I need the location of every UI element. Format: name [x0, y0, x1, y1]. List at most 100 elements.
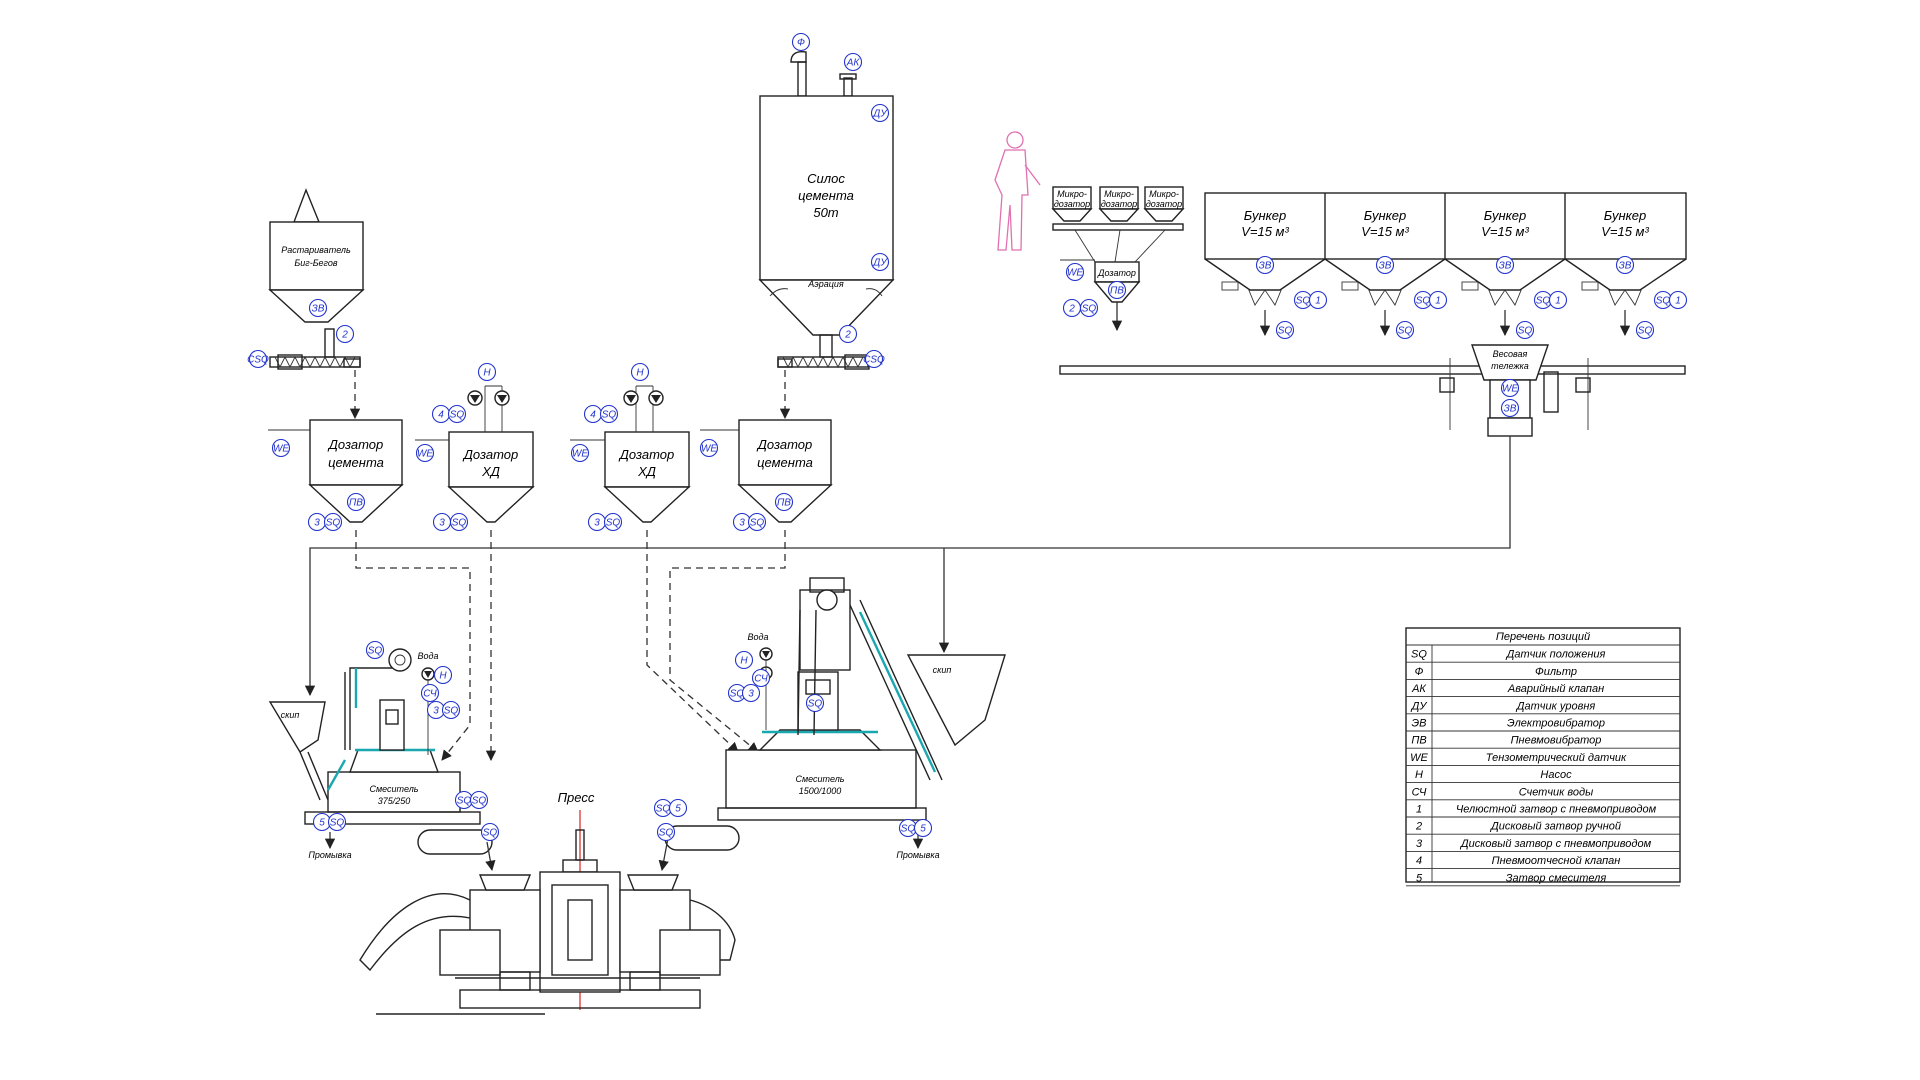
instrument-tag: 1 — [1308, 290, 1328, 310]
bunker-4-label-1: Бункер — [1604, 208, 1646, 223]
water-label-big: Вода — [748, 632, 769, 642]
micro-doser-1-label-1: Микро- — [1057, 189, 1087, 199]
instrument-tag-label: 3 — [314, 518, 320, 529]
instrument-tag: 2 — [335, 324, 355, 344]
instrument-tag: SQ — [1533, 290, 1553, 310]
instrument-tag-label: 4 — [438, 410, 444, 421]
legend-code: ДУ — [1410, 700, 1428, 712]
instrument-tag: SQ — [1515, 320, 1535, 340]
legend-description: Насос — [1540, 769, 1572, 781]
instrument-tag: Ф — [791, 32, 811, 52]
instrument-tag: 5 — [668, 798, 688, 818]
conveyors — [417, 825, 740, 872]
instrument-tag-circle — [747, 512, 767, 532]
mixer-375-250: Смеситель 375/250 скип Вода — [268, 648, 481, 825]
instrument-tag-label: ДУ — [872, 258, 888, 269]
legend-description: Пневмоотчесной клапан — [1492, 855, 1621, 867]
skip-small-label: скип — [281, 710, 300, 720]
instrument-tag: 5 — [913, 818, 933, 838]
instrument-tag-circle — [449, 512, 469, 532]
instrument-tag: SQ — [323, 512, 343, 532]
instrument-tag-label: 1 — [1675, 296, 1681, 307]
instrument-tag-label: ЗВ — [1499, 261, 1512, 272]
instrument-tag: SQ — [469, 790, 489, 810]
instrument-tag-label: 4 — [590, 410, 596, 421]
instrument-tag-label: ПВ — [1110, 286, 1124, 297]
instrument-tag: 3 — [741, 683, 761, 703]
instrument-tag: SQ — [1635, 320, 1655, 340]
instrument-tag-label: SQ — [1638, 326, 1653, 337]
legend-code: 3 — [1416, 838, 1423, 850]
water-label-small: Вода — [418, 651, 439, 661]
instrument-tag: WE — [570, 443, 590, 463]
instrument-tag-label: 3 — [739, 518, 745, 529]
instrument-tag-circle — [365, 640, 385, 660]
instrument-tag: ДУ — [870, 103, 890, 123]
mixer-1500-1000: Смеситель 1500/1000 скип Вода — [717, 577, 1006, 821]
instrument-tag-circle — [630, 362, 650, 382]
instrument-tag-label: SQ — [606, 518, 621, 529]
instrument-tag-circle — [599, 404, 619, 424]
big-bag-unloader: Растариватель Биг-Бегов — [268, 188, 365, 370]
instrument-tag-circle — [1428, 290, 1448, 310]
instrument-tag-circle — [1079, 298, 1099, 318]
legend-description: Счетчик воды — [1519, 786, 1593, 798]
instrument-tag-label: СSQ — [863, 355, 885, 366]
instrument-tag-circle — [791, 32, 811, 52]
instrument-tag-label: 3 — [439, 518, 445, 529]
legend-description: Электровибратор — [1507, 718, 1605, 730]
instrument-tag-label: SQ — [452, 518, 467, 529]
silo-label-2: цемента — [798, 188, 854, 203]
instrument-tag: Н — [477, 362, 497, 382]
micro-doser-2-label-2: дозатор — [1101, 199, 1137, 209]
pumps-hd-right — [623, 385, 664, 432]
legend-description: Датчик положения — [1505, 649, 1606, 661]
instrument-tag-label: WE — [1502, 384, 1518, 395]
instrument-tag-label: 3 — [433, 706, 439, 717]
instrument-tag-circle — [1500, 398, 1520, 418]
legend-code: СЧ — [1412, 786, 1427, 798]
instrument-tag-circle — [1375, 255, 1395, 275]
silo-label-1: Силос — [807, 171, 845, 186]
legend-code: ПВ — [1411, 735, 1426, 747]
instrument-tag-label: ПВ — [777, 498, 791, 509]
instrument-tag-circle — [335, 324, 355, 344]
instrument-tag-label: 5 — [319, 818, 325, 829]
instrument-tag-circle — [1495, 255, 1515, 275]
instrument-tag-circle — [346, 492, 366, 512]
hd-doser-left: Дозатор ХД — [447, 431, 535, 523]
instrument-tag-label: Н — [740, 656, 748, 667]
bunker-1-label-2: V=15 м³ — [1241, 224, 1289, 239]
instrument-tag-circle — [308, 298, 328, 318]
instrument-tag-label: WE — [572, 449, 588, 460]
instrument-tag-circle — [913, 818, 933, 838]
legend-description: Затвор смесителя — [1506, 872, 1607, 884]
instrument-tag-label: SQ — [450, 410, 465, 421]
instrument-tag-circle — [1255, 255, 1275, 275]
instrument-tag-label: Ф — [797, 38, 805, 49]
weigh-cart-label-1: Весовая — [1493, 349, 1528, 359]
instrument-tag: SQ — [449, 512, 469, 532]
instrument-tag-label: SQ — [368, 646, 383, 657]
instrument-tag: ЗВ — [1375, 255, 1395, 275]
instrument-tag-circle — [1635, 320, 1655, 340]
instrument-tag: SQ — [480, 822, 500, 842]
instrument-tag: SQ — [603, 512, 623, 532]
instrument-tag-circle — [433, 665, 453, 685]
flow-lines — [304, 370, 1511, 850]
small-doser-label: Дозатор — [1097, 268, 1136, 278]
instrument-tag: СSQ — [247, 349, 269, 369]
instrument-tag-label: SQ — [602, 410, 617, 421]
legend-description: Аварийный клапан — [1507, 683, 1604, 695]
instrument-tag-label: Н — [439, 671, 447, 682]
cement-doser-right-label-1: Дозатор — [756, 437, 813, 452]
instrument-tag-circle — [1308, 290, 1328, 310]
rail-and-weigh-cart: Весовая тележка — [1059, 344, 1686, 437]
instrument-tag-circle — [864, 349, 884, 369]
mixer-big-label-1: Смеситель — [795, 774, 844, 784]
legend-code: 2 — [1415, 821, 1422, 833]
instrument-tag-circle — [870, 252, 890, 272]
instrument-tag: SQ — [1653, 290, 1673, 310]
instrument-tag-circle — [441, 700, 461, 720]
